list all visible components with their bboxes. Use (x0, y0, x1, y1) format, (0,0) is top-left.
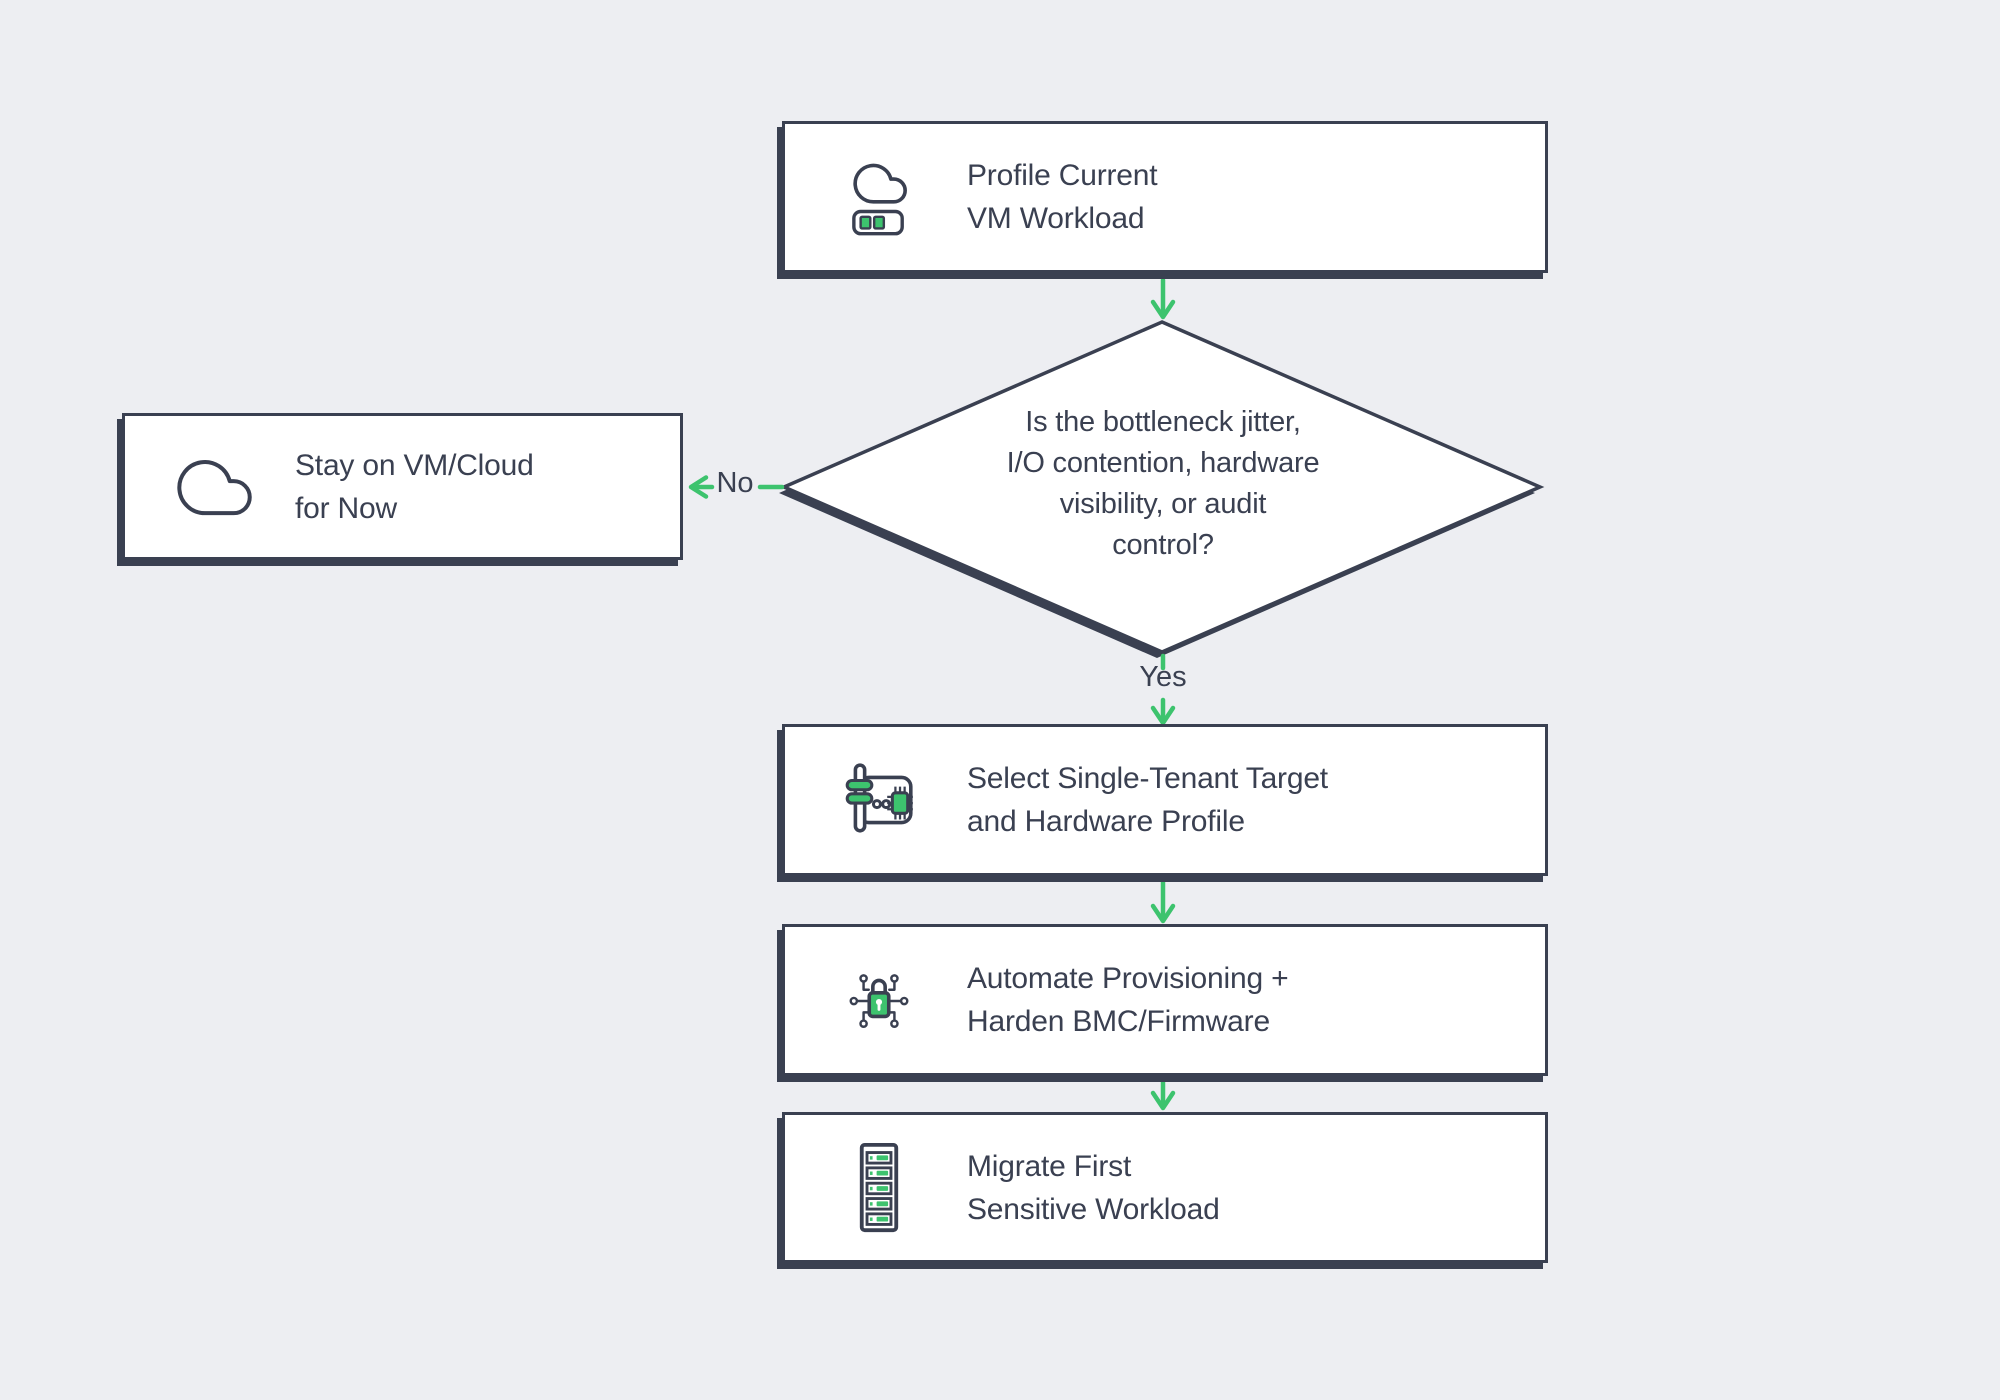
arrow-profile-to-decision (1150, 277, 1176, 320)
edge-label-no: No (716, 467, 754, 499)
node-select-single-tenant: Select Single-Tenant Target and Hardware… (782, 724, 1548, 876)
node-label: Automate Provisioning + Harden BMC/Firmw… (967, 962, 1289, 1038)
arrow-decision-to-stay (688, 475, 785, 499)
server-rack-icon (831, 1142, 927, 1234)
cloud-icon (165, 455, 261, 519)
node-stay-on-vm-cloud: Stay on VM/Cloud for Now (122, 413, 683, 560)
secure-lock-icon (831, 963, 927, 1037)
node-label: Stay on VM/Cloud for Now (295, 448, 534, 525)
decision-diamond (779, 320, 1545, 654)
hardware-card-icon (831, 763, 927, 837)
node-label: Select Single-Tenant Target and Hardware… (967, 762, 1328, 838)
decision-question: Is the bottleneck jitter, I/O contention… (1006, 406, 1320, 561)
cloud-server-icon (831, 152, 927, 242)
edge-label-yes: Yes (1139, 661, 1187, 693)
arrow-decision-to-select (1150, 653, 1176, 726)
node-profile-vm-workload: Profile Current VM Workload (782, 121, 1548, 273)
node-label: Profile Current VM Workload (967, 159, 1158, 235)
node-label: Migrate First Sensitive Workload (967, 1149, 1220, 1226)
node-migrate-sensitive-workload: Migrate First Sensitive Workload (782, 1112, 1548, 1263)
node-automate-provisioning: Automate Provisioning + Harden BMC/Firmw… (782, 924, 1548, 1076)
arrow-automate-to-migrate (1150, 1079, 1176, 1111)
arrow-select-to-automate (1150, 879, 1176, 924)
